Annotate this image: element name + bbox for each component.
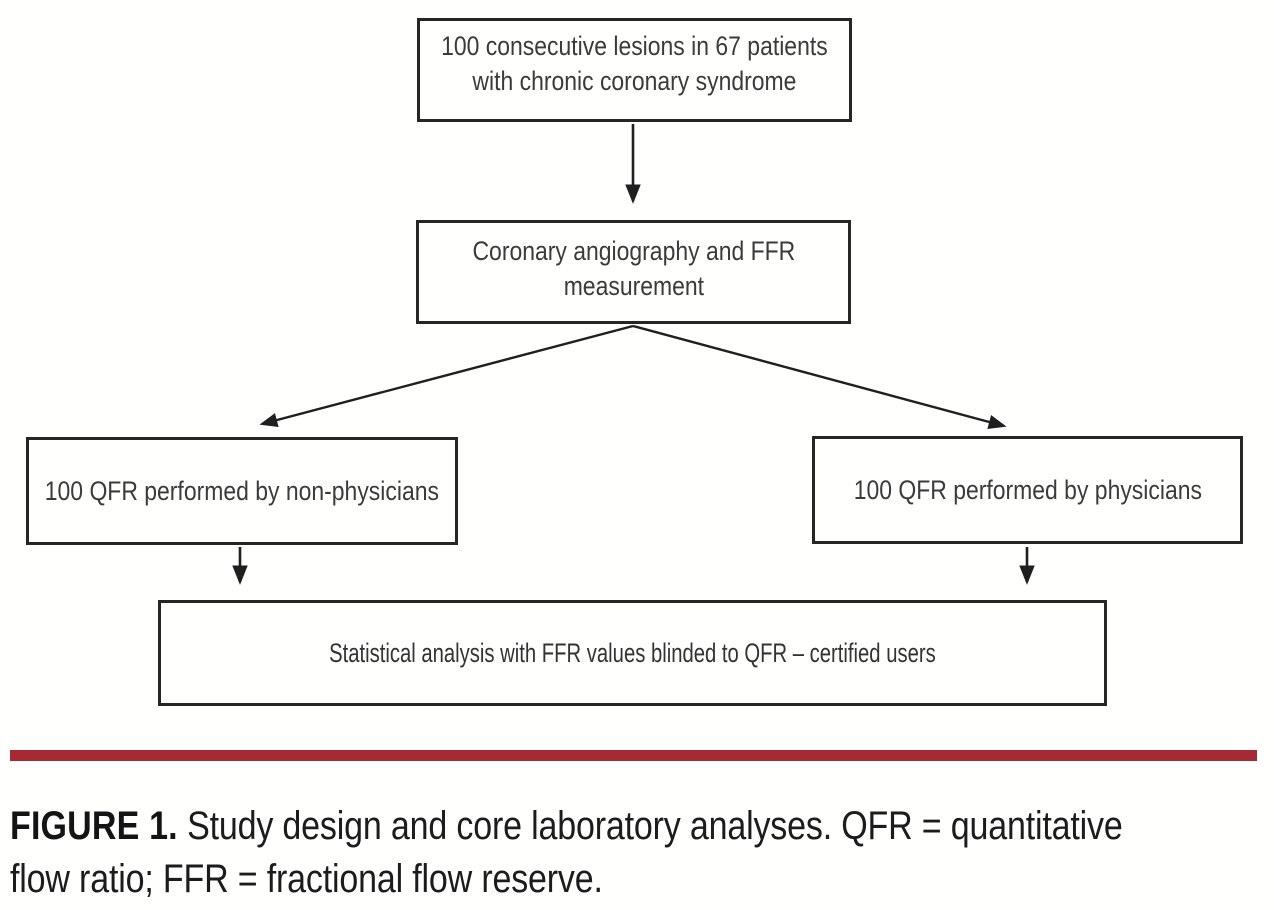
angiography-line-2: measurement [563,271,704,301]
figure-caption-label: FIGURE 1. [10,804,178,848]
flow-node-angiography: Coronary angiography and FFR measurement [416,220,851,324]
flow-node-qfr-nonphysicians: 100 QFR performed by non-physicians [26,437,458,545]
flow-node-qfr-physicians: 100 QFR performed by physicians [812,436,1243,544]
figure-divider-rule [10,750,1257,761]
figure-caption-line-2: flow ratio; FFR = fractional flow reserv… [10,857,603,901]
enrollment-line-1: 100 consecutive lesions in 67 patients [441,31,828,62]
arrow-angiography-to-physicians [632,324,1007,429]
enrollment-line-2: with chronic coronary syndrome [472,66,797,96]
qfr-nonphysicians-text: 100 QFR performed by non-physicians [44,475,440,506]
flow-node-enrollment-text: 100 consecutive lesions in 67 patients w… [441,29,828,98]
flow-node-enrollment: 100 consecutive lesions in 67 patients w… [417,18,852,122]
arrow-angiography-to-nonphysicians [259,324,634,428]
figure-caption-line-1: Study design and core laboratory analyse… [187,804,1123,848]
qfr-physicians-text: 100 QFR performed by physicians [853,474,1202,505]
figure-caption: FIGURE 1. Study design and core laborato… [10,800,1274,906]
flow-node-statistical-analysis: Statistical analysis with FFR values bli… [158,600,1107,706]
angiography-line-1: Coronary angiography and FFR [472,236,795,267]
flow-node-angiography-text: Coronary angiography and FFR measurement [472,234,795,303]
statistical-analysis-text: Statistical analysis with FFR values bli… [329,637,936,668]
